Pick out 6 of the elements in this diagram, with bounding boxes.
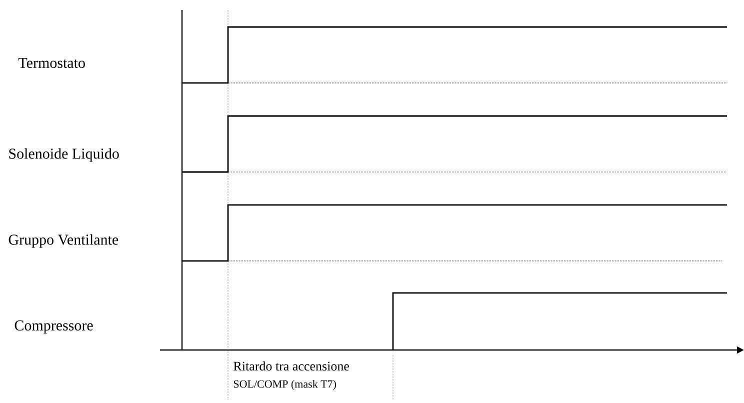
signal-name: Solenoide Liquido [9,148,119,162]
signal-name: Termostato [18,58,85,68]
signal-name: Compressore [14,320,93,334]
signal-name: Gruppo Ventilante [8,234,118,248]
delay-note: SOL/COMP (mask T7) [234,380,336,390]
delay-note: Ritardo tra accensione [234,361,349,371]
